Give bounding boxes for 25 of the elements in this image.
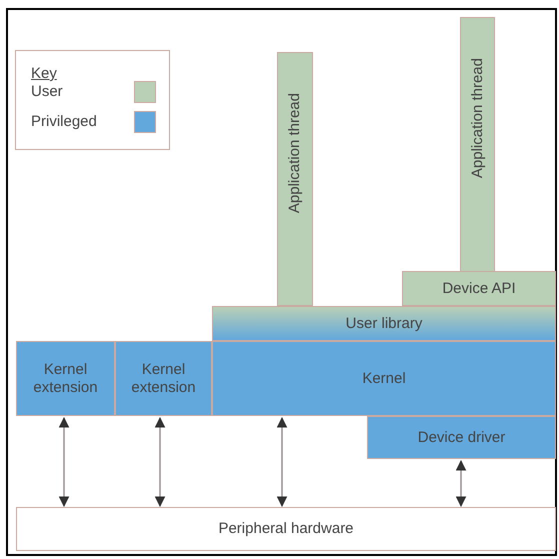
layer-label: Kernel (362, 370, 406, 388)
layer-box (16, 341, 115, 416)
layer-label: User library (346, 314, 422, 332)
layer-label: Application thread (468, 58, 486, 178)
legend-label: Privileged (31, 112, 97, 132)
layer-label: Device driver (418, 428, 506, 446)
layer-box (212, 306, 556, 341)
layer-box (367, 416, 556, 459)
layer-box (16, 507, 556, 551)
legend-title: Key (31, 64, 57, 84)
double-arrow (276, 416, 288, 508)
double-arrow (154, 416, 166, 508)
thread-bar (277, 52, 313, 306)
layer-box (402, 271, 556, 306)
layer-label: Kernel extension (32, 360, 99, 396)
thread-bar (460, 17, 495, 272)
layer-label: Peripheral hardware (218, 520, 354, 538)
layer-box (212, 341, 556, 416)
double-arrow (58, 416, 70, 508)
double-arrow (456, 460, 466, 508)
layer-label: Device API (442, 280, 516, 298)
layer-box (115, 341, 212, 416)
layer-label: Application thread (286, 93, 304, 214)
layer-label: Kernel extension (130, 360, 197, 396)
legend-label: User (31, 82, 63, 102)
